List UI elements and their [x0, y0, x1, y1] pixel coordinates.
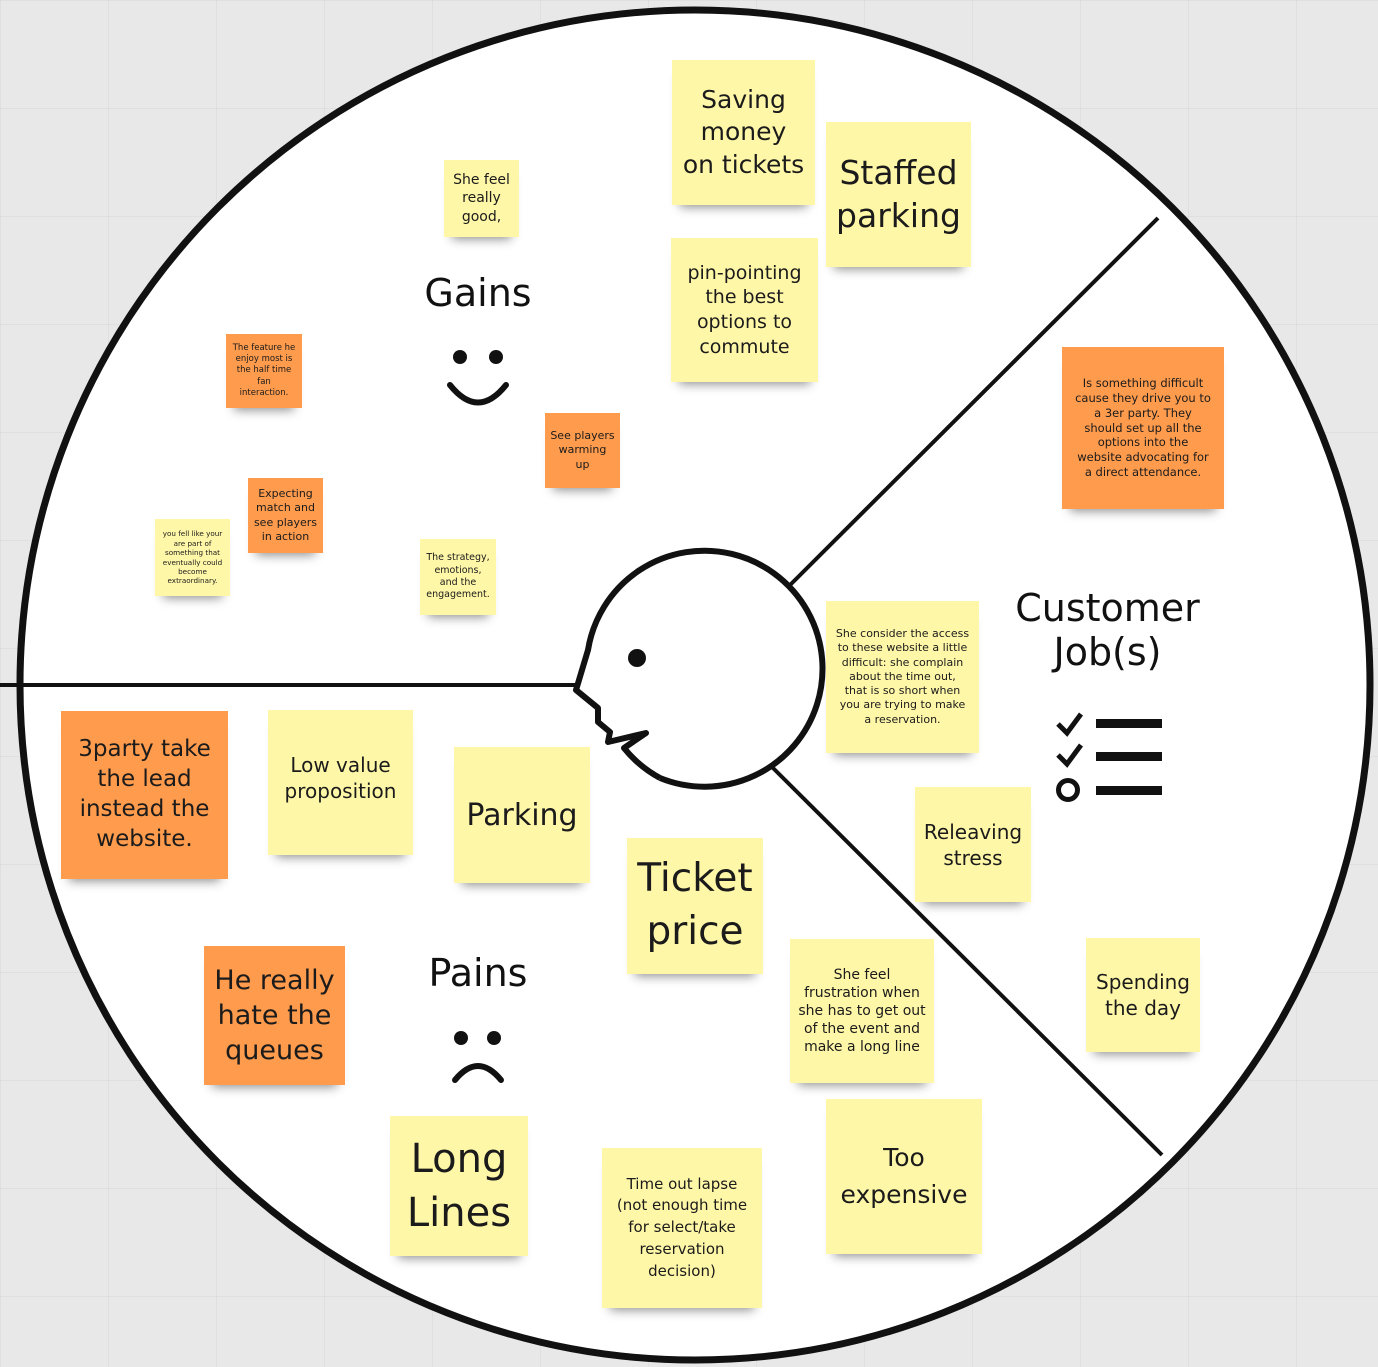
- sticky-note-part-of-something[interactable]: you fell like your are part of something…: [155, 519, 230, 596]
- divider-gains-jobs: [768, 216, 1160, 607]
- sticky-note-text: pin-pointing the best options to commute: [687, 261, 802, 358]
- sticky-note-hate-queues[interactable]: He really hate the queues: [204, 946, 345, 1085]
- sticky-note-text: The feature he enjoy most is the half ti…: [232, 343, 296, 398]
- sticky-note-text: Releaving stress: [923, 819, 1023, 870]
- checklist-icon: [1056, 712, 1162, 802]
- sticky-note-text: She consider the access to these website…: [835, 626, 970, 726]
- sticky-note-low-value[interactable]: Low value proposition: [268, 710, 413, 855]
- sticky-note-frustration[interactable]: She feel frustration when she has to get…: [790, 939, 934, 1083]
- sticky-note-text: Expecting match and see players in actio…: [253, 486, 318, 543]
- sticky-note-text: Parking: [466, 797, 578, 833]
- sticky-note-spending-day[interactable]: Spending the day: [1086, 938, 1200, 1052]
- sticky-note-text: Spending the day: [1096, 970, 1190, 1020]
- sticky-note-text: She feel really good,: [453, 172, 510, 225]
- sticky-note-expecting-match[interactable]: Expecting match and see players in actio…: [248, 478, 323, 553]
- sticky-note-text: Low value proposition: [284, 753, 397, 803]
- sticky-note-strategy-emotions[interactable]: The strategy, emotions, and the engageme…: [420, 539, 496, 615]
- sticky-note-text: Time out lapse (not enough time for sele…: [616, 1174, 748, 1280]
- gains-title: Gains: [424, 271, 532, 315]
- sticky-note-text: The strategy, emotions, and the engageme…: [426, 552, 490, 601]
- pains-title: Pains: [428, 951, 528, 995]
- divider-jobs-pains: [768, 763, 1164, 1157]
- sticky-note-staffed-parking[interactable]: Staffed parking: [826, 122, 971, 267]
- customer-jobs-title-line1: Customer: [1015, 586, 1200, 630]
- sticky-note-parking[interactable]: Parking: [454, 747, 590, 883]
- sticky-note-she-feel-good[interactable]: She feel really good,: [444, 160, 519, 237]
- sticky-note-pin-pointing[interactable]: pin-pointing the best options to commute: [671, 238, 818, 382]
- sticky-note-half-time-fan[interactable]: The feature he enjoy most is the half ti…: [226, 334, 302, 408]
- sticky-note-text: Is something difficult cause they drive …: [1075, 375, 1211, 480]
- sticky-note-text: See players warming up: [550, 429, 615, 471]
- sticky-note-text: Too expensive: [840, 1143, 968, 1209]
- sticky-note-access-difficult[interactable]: She consider the access to these website…: [826, 601, 979, 753]
- sticky-note-3party-lead[interactable]: 3party take the lead instead the website…: [61, 711, 228, 879]
- sticky-note-saving-money[interactable]: Saving money on tickets: [672, 60, 815, 205]
- sticky-note-text: Ticket price: [637, 856, 753, 954]
- sticky-note-long-lines[interactable]: Long Lines: [390, 1116, 528, 1256]
- sticky-note-too-expensive[interactable]: Too expensive: [826, 1099, 982, 1254]
- sticky-note-text: Saving money on tickets: [682, 84, 805, 179]
- sticky-note-text: 3party take the lead instead the website…: [78, 736, 211, 852]
- sticky-note-releaving-stress[interactable]: Releaving stress: [915, 787, 1031, 902]
- sticky-note-time-out-lapse[interactable]: Time out lapse (not enough time for sele…: [602, 1148, 762, 1308]
- sticky-note-text: Staffed parking: [836, 152, 961, 235]
- sticky-note-text: Long Lines: [406, 1136, 512, 1236]
- sticky-note-players-warming[interactable]: See players warming up: [545, 413, 620, 488]
- sticky-note-ticket-price[interactable]: Ticket price: [627, 838, 763, 974]
- customer-jobs-title: Customer Job(s): [990, 586, 1225, 674]
- sticky-note-difficult-3er-party[interactable]: Is something difficult cause they drive …: [1062, 347, 1224, 509]
- sticky-note-text: She feel frustration when she has to get…: [798, 966, 926, 1056]
- smiley-face-icon: [447, 350, 509, 406]
- customer-jobs-title-line2: Job(s): [1053, 629, 1162, 674]
- sticky-note-text: you fell like your are part of something…: [162, 529, 223, 586]
- customer-profile-head-icon: [573, 547, 826, 790]
- sad-face-icon: [452, 1031, 504, 1083]
- sticky-note-text: He really hate the queues: [214, 964, 335, 1067]
